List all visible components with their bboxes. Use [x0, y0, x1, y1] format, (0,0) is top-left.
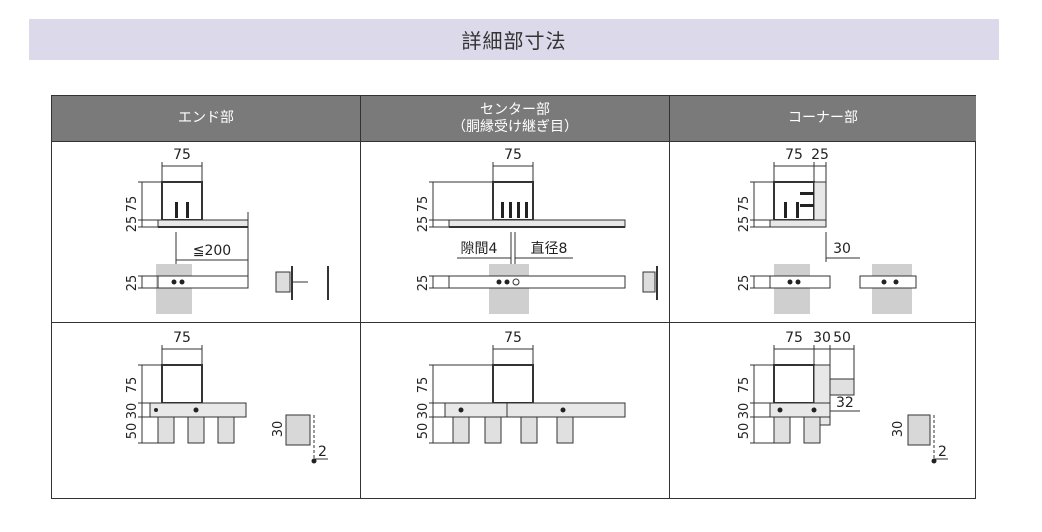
cell-corner-top: 75 25 75 25 30 25: [670, 142, 976, 322]
corner-top-drawing: 75 25 75 25 30 25: [737, 147, 917, 314]
dim-30: 30: [737, 403, 752, 420]
header-center-label: センター部: [480, 101, 550, 118]
dim-2: 2: [938, 444, 947, 460]
dim-30: 30: [271, 421, 286, 438]
corner-bottom-drawing: 75 30 50 75 30 50 32 30 2: [737, 330, 948, 464]
dim-diameter: 直径8: [531, 240, 568, 257]
dim-75: 75: [504, 330, 522, 346]
cell-end-bottom: 75 75 30 50 30 2: [52, 323, 360, 499]
dim-25: 25: [737, 275, 752, 292]
dim-32: 32: [836, 395, 854, 411]
dim-75: 75: [416, 377, 431, 394]
dimension-table: エンド部 センター部 （胴縁受け継ぎ目） コーナー部: [51, 95, 976, 499]
dim-30: 30: [125, 403, 140, 420]
end-top-drawing: 75 75 25 ≦200 25: [125, 147, 329, 314]
cell-center-top: 75 75 25 隙間4 直径8 25: [361, 142, 669, 322]
end-bottom-drawing: 75 75 30 50 30 2: [125, 330, 328, 464]
center-top-drawing: 75 75 25 隙間4 直径8 25: [416, 147, 658, 314]
cell-center-bottom: 75 75 30 50: [361, 323, 669, 499]
header-corner-label: コーナー部: [788, 110, 858, 126]
cell-end-top: 75 75 25 ≦200 25: [52, 142, 360, 322]
dim-75: 75: [173, 147, 191, 163]
dim-25: 25: [416, 216, 431, 233]
dim-30: 30: [891, 421, 906, 438]
header-corner: コーナー部: [670, 96, 976, 141]
column-divider: [360, 96, 361, 498]
dim-25: 25: [811, 147, 829, 163]
dim-25: 25: [125, 216, 140, 233]
dim-75: 75: [737, 196, 752, 213]
dim-le200: ≦200: [193, 243, 231, 259]
dim-50: 50: [737, 423, 752, 440]
row-divider: [52, 322, 975, 323]
header-center: センター部 （胴縁受け継ぎ目）: [361, 96, 669, 141]
dim-2: 2: [318, 444, 327, 460]
page-title-bar: 詳細部寸法: [29, 19, 999, 60]
dim-50: 50: [125, 423, 140, 440]
dim-75: 75: [504, 147, 522, 163]
header-end: エンド部: [52, 96, 360, 141]
page-title: 詳細部寸法: [461, 29, 567, 53]
dim-75: 75: [125, 377, 140, 394]
dim-75: 75: [737, 377, 752, 394]
header-center-sublabel: （胴縁受け継ぎ目）: [452, 118, 578, 135]
dim-30: 30: [416, 403, 431, 420]
column-divider: [669, 96, 670, 498]
dim-25: 25: [737, 216, 752, 233]
dim-75: 75: [125, 196, 140, 213]
dim-75: 75: [785, 330, 803, 346]
dim-75: 75: [416, 196, 431, 213]
dim-50: 50: [416, 423, 431, 440]
header-end-label: エンド部: [178, 110, 234, 126]
dim-30: 30: [813, 330, 831, 346]
cell-corner-bottom: 75 30 50 75 30 50 32 30 2: [670, 323, 976, 499]
dim-25: 25: [416, 275, 431, 292]
dim-30: 30: [833, 241, 851, 257]
dim-50: 50: [833, 330, 851, 346]
dim-75: 75: [785, 147, 803, 163]
dim-gap: 隙間4: [461, 241, 498, 257]
header-divider: [52, 141, 975, 142]
dim-75: 75: [173, 330, 191, 346]
center-bottom-drawing: 75 75 30 50: [416, 330, 626, 444]
dim-25: 25: [125, 275, 140, 292]
